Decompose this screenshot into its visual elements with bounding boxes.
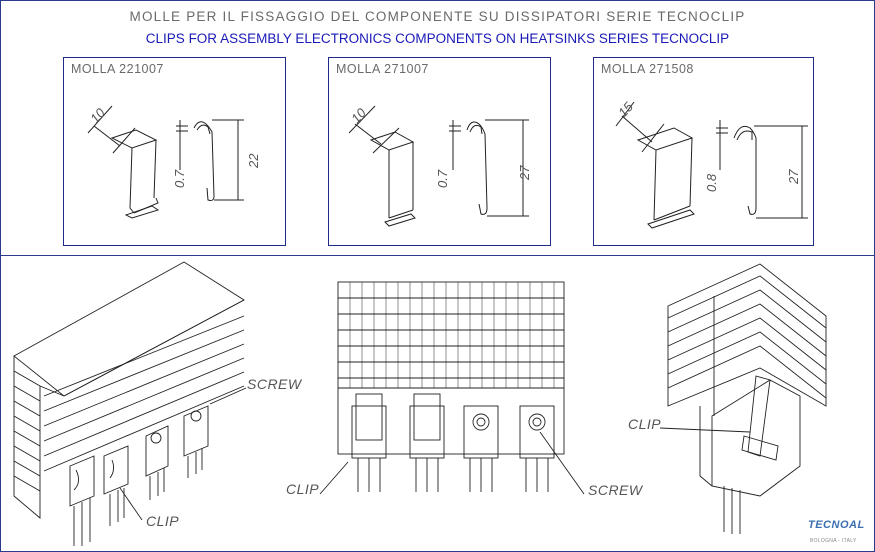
spring-label: MOLLA 271007 [336,62,429,76]
spring-box-221007: MOLLA 221007 10 0.7 22 [63,57,286,246]
width-dim: 10 [348,105,369,126]
center-clip-callout: CLIP [286,481,320,497]
section-divider [0,255,875,256]
left-screw-callout: SCREW [247,376,302,392]
width-dim: 15 [615,99,636,120]
center-heatsink-front [319,281,585,495]
spring-box-271508: MOLLA 271508 15 0.8 27 [593,57,814,246]
spring-label: MOLLA 271508 [601,62,694,76]
thickness-dim: 0.8 [704,173,719,192]
spring-drawing-221007: 10 0.7 22 [87,105,261,219]
assembly-drawings [13,261,827,546]
company-logo: TECNOAL [808,519,865,531]
title-italian: MOLLE PER IL FISSAGGIO DEL COMPONENTE SU… [129,9,746,24]
left-clip-callout: CLIP [146,513,180,529]
thickness-dim: 0.7 [435,169,450,188]
height-dim: 27 [786,169,801,185]
thickness-dim: 0.7 [172,169,187,188]
left-heatsink-iso [13,261,247,546]
title-english: CLIPS FOR ASSEMBLY ELECTRONICS COMPONENT… [145,31,730,46]
spring-label: MOLLA 221007 [71,62,164,76]
height-dim: 27 [517,165,532,181]
spring-box-271007: MOLLA 271007 10 0.7 27 [328,57,551,246]
right-clip-callout: CLIP [628,416,662,432]
spring-drawing-271508: 15 0.8 27 [615,99,808,229]
width-dim: 10 [87,105,108,126]
company-location: BOLOGNA - ITALY [810,538,857,544]
center-screw-callout: SCREW [588,482,643,498]
right-heatsink-iso [659,263,827,534]
height-dim: 22 [246,153,261,169]
spring-drawing-271007: 10 0.7 27 [348,105,532,227]
